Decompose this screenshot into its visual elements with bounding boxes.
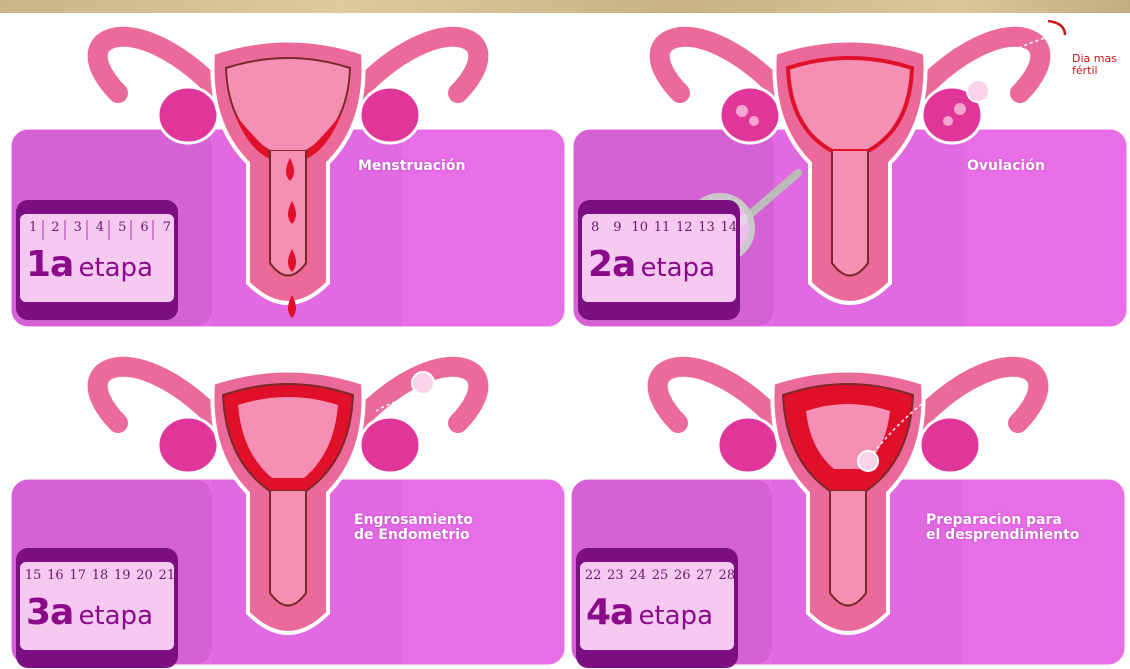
stage-label-line: de Endometrio [354, 528, 473, 543]
day: 8 [584, 217, 606, 239]
stage-word: etapa [78, 253, 153, 283]
stage-title: 3a etapa [26, 592, 153, 633]
day: 11 [651, 217, 673, 239]
day: 17 [67, 565, 89, 587]
day: 19 [111, 565, 133, 587]
day: 16 [44, 565, 66, 587]
day: 26 [671, 565, 693, 587]
stage-panel-2: Ovulación Dia mas fértil 8 9 10 11 12 13… [570, 13, 1130, 338]
stage-word: etapa [640, 253, 715, 283]
calendar-tag: 15 16 17 18 19 20 21 3a etapa [16, 548, 178, 668]
stage-label: Preparacion para el desprendimiento [926, 513, 1079, 543]
stage-number: 1a [26, 244, 73, 285]
top-decorative-strip [0, 0, 1130, 13]
stage-panel-4: Preparacion para el desprendimiento 22 2… [568, 343, 1128, 668]
day: 2 [44, 217, 66, 239]
stage-label-line: Engrosamiento [354, 513, 473, 528]
fertile-note-line: fértil [1072, 65, 1117, 77]
day: 4 [89, 217, 111, 239]
calendar-days: 1 2 3 4 5 6 7 [22, 217, 178, 239]
day: 28 [716, 565, 738, 587]
stage-title: 2a etapa [588, 244, 715, 285]
day: 1 [22, 217, 44, 239]
stage-label-line: Preparacion para [926, 513, 1079, 528]
stage-title: 4a etapa [586, 592, 713, 633]
stage-label: Ovulación [967, 159, 1045, 174]
calendar-days: 8 9 10 11 12 13 14 [584, 217, 740, 239]
stage-label-line: el desprendimiento [926, 528, 1079, 543]
day: 27 [693, 565, 715, 587]
calendar-days: 15 16 17 18 19 20 21 [22, 565, 178, 587]
stage-title: 1a etapa [26, 244, 153, 285]
day: 22 [582, 565, 604, 587]
day: 5 [111, 217, 133, 239]
day: 3 [67, 217, 89, 239]
calendar-days: 22 23 24 25 26 27 28 [582, 565, 738, 587]
day: 24 [627, 565, 649, 587]
day: 13 [695, 217, 717, 239]
stage-panel-1: Menstruación 1 2 3 4 5 6 7 1a etapa [8, 13, 568, 338]
day: 10 [629, 217, 651, 239]
stage-panel-3: Engrosamiento de Endometrio 15 16 17 18 … [8, 343, 568, 668]
day: 20 [133, 565, 155, 587]
day: 9 [606, 217, 628, 239]
calendar-tag: 1 2 3 4 5 6 7 1a etapa [16, 200, 178, 320]
calendar-tag: 22 23 24 25 26 27 28 4a etapa [576, 548, 738, 668]
day: 21 [156, 565, 178, 587]
day: 15 [22, 565, 44, 587]
fertile-day-note: Dia mas fértil [1072, 53, 1117, 77]
calendar-tag: 8 9 10 11 12 13 14 2a etapa [578, 200, 740, 320]
day: 7 [156, 217, 178, 239]
day: 14 [718, 217, 740, 239]
stage-word: etapa [78, 601, 153, 631]
day: 6 [133, 217, 155, 239]
stage-label: Engrosamiento de Endometrio [354, 513, 473, 543]
stage-number: 3a [26, 592, 73, 633]
day: 23 [604, 565, 626, 587]
stage-word: etapa [638, 601, 713, 631]
day: 18 [89, 565, 111, 587]
stage-label: Menstruación [358, 159, 465, 174]
stage-number: 4a [586, 592, 633, 633]
stage-number: 2a [588, 244, 635, 285]
day: 12 [673, 217, 695, 239]
day: 25 [649, 565, 671, 587]
